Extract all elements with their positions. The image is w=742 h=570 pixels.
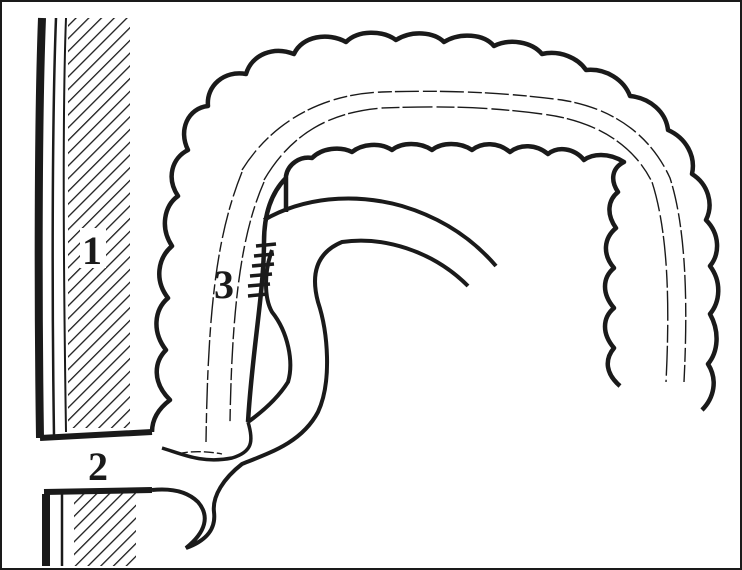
mesentery-edge [264, 198, 496, 266]
wall-inner-line-upper [53, 18, 56, 436]
colon-inner-contour [286, 144, 624, 386]
colon [152, 33, 718, 442]
wall-hatched-lower [74, 492, 136, 566]
stoma-upper-edge [40, 432, 152, 438]
wall-outer-line-upper [39, 18, 42, 438]
stoma-lower-edge [44, 490, 152, 492]
anastomosis [248, 198, 496, 296]
label-1: 1 [82, 228, 102, 273]
label-2: 2 [88, 444, 108, 489]
wall-hatched-upper [68, 18, 130, 428]
mucosal-fold-line-4 [206, 172, 242, 442]
loop-to-stoma-lower [152, 241, 468, 548]
colon-outer-contour [152, 33, 718, 432]
label-3: 3 [214, 262, 234, 307]
wall-hatch-border-upper [64, 18, 66, 432]
descending-loop [152, 178, 468, 548]
